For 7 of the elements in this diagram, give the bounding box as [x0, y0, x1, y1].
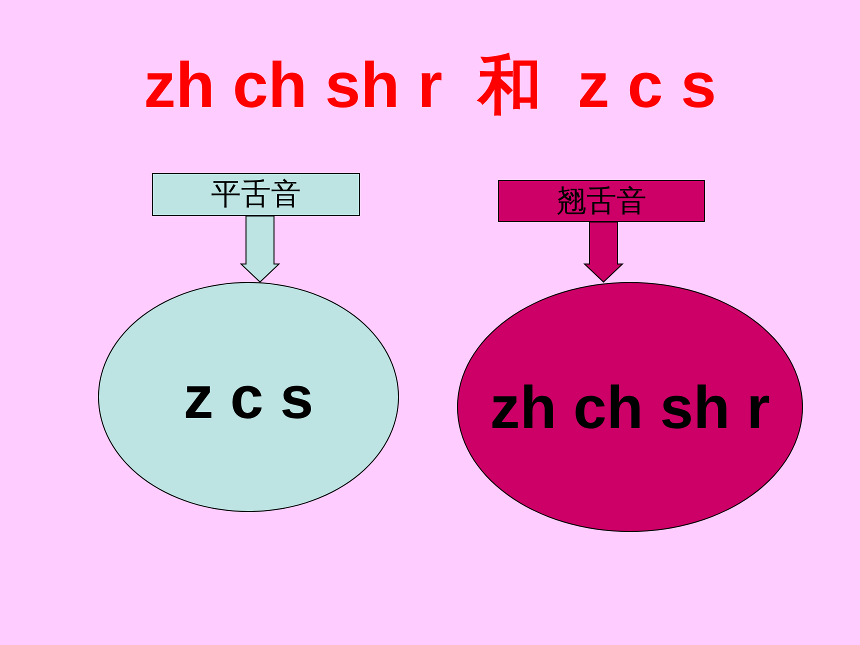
label-box: 平舌音 [152, 173, 360, 216]
ellipse: zh ch sh r [457, 282, 803, 532]
label-box: 翘舌音 [498, 180, 705, 222]
block-arrow [240, 216, 280, 283]
ellipse: z c s [98, 282, 399, 512]
block-arrow [583, 222, 624, 283]
title: zh ch sh r 和 z c s [142, 48, 718, 123]
